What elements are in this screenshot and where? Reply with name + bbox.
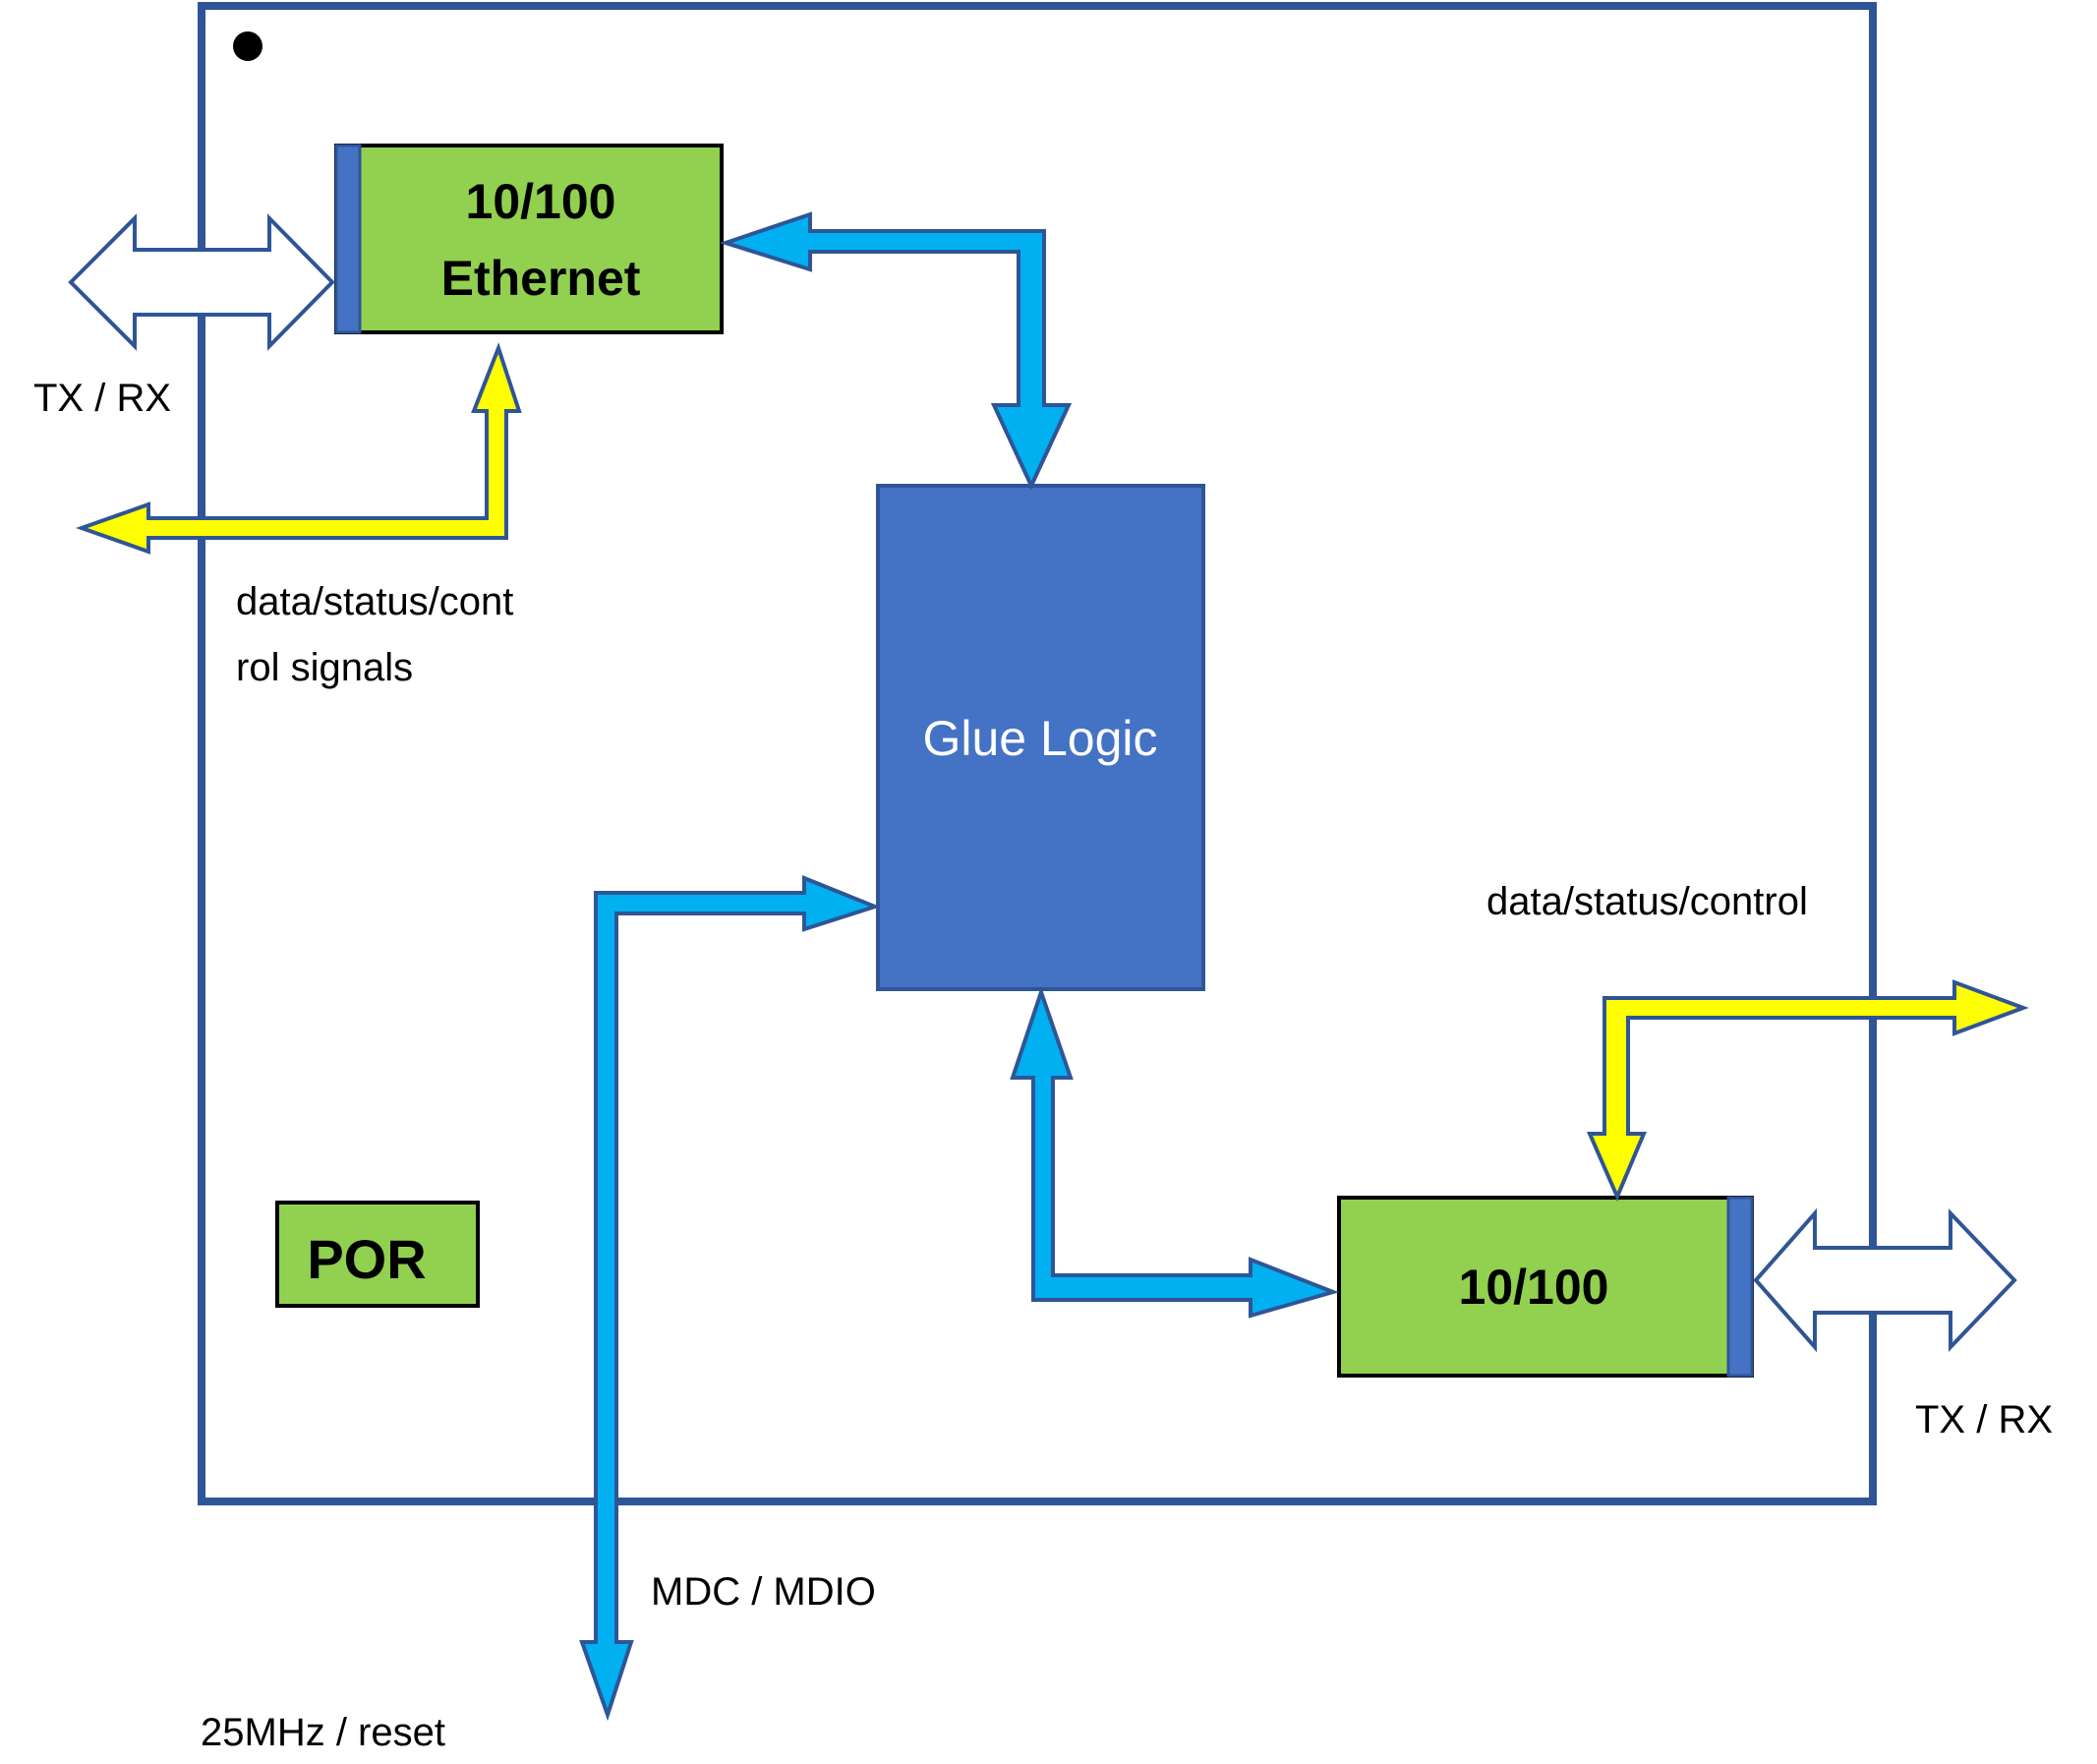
signal-arrow-right [1586, 979, 2029, 1203]
txrx-left-double-arrow [68, 213, 335, 351]
ethernet-top-line1: 10/100 [466, 174, 616, 229]
port-strip [1726, 1196, 1754, 1378]
signal-arrow-left [75, 342, 522, 555]
chip-boundary [198, 2, 1877, 1505]
port-strip [334, 144, 362, 334]
clock-reset-label: 25MHz / reset [201, 1711, 445, 1754]
ethernet-top-line2: Ethernet [441, 251, 641, 306]
bus-arrow-mdc-mdio [579, 875, 881, 1722]
por-block: POR [275, 1201, 480, 1308]
por-label: POR [307, 1228, 426, 1290]
signals-right-label: data/status/control [1486, 880, 1808, 923]
mdc-mdio-label: MDC / MDIO [651, 1570, 876, 1614]
glue-logic-block: Glue Logic [876, 484, 1205, 991]
signals-left-label-line1: data/status/cont [236, 580, 513, 623]
txrx-right-double-arrow [1753, 1207, 2017, 1353]
signals-left-label-line2: rol signals [236, 646, 413, 689]
ethernet-block-bottom: 10/100 [1337, 1196, 1754, 1378]
txrx-left-label: TX / RX [33, 377, 171, 420]
txrx-right-label: TX / RX [1915, 1398, 2053, 1441]
bus-arrow-ethernet-glue [719, 211, 1073, 491]
pin1-marker-dot [233, 31, 262, 61]
bus-arrow-glue-ethernet-bottom [1010, 985, 1340, 1319]
ethernet-bottom-label: 10/100 [1459, 1260, 1609, 1315]
ethernet-block-top: 10/100 Ethernet [334, 144, 724, 334]
glue-logic-label: Glue Logic [922, 711, 1157, 766]
